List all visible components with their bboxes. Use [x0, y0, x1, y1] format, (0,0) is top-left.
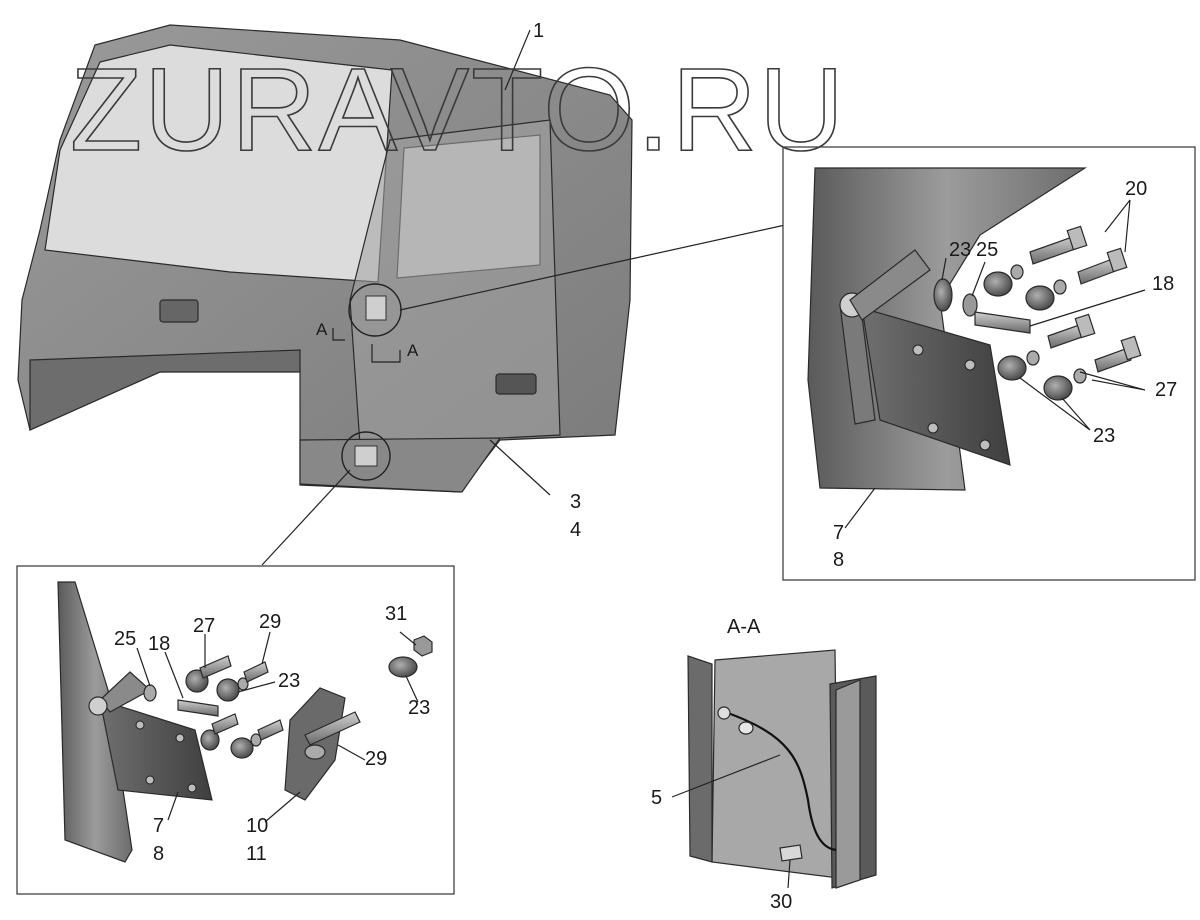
- section-marks: A A: [316, 320, 419, 363]
- callout-29-bottom: 29: [365, 748, 387, 770]
- callout-31: 31: [385, 603, 407, 625]
- leader-7: [844, 487, 876, 529]
- callout-18: 18: [1152, 273, 1174, 295]
- callout-18-lower: 18: [148, 633, 170, 655]
- lower-sill: [29, 349, 301, 431]
- leader-7-lower: [167, 791, 179, 821]
- hinge-plate: [861, 307, 1011, 466]
- hinge-arm: [849, 249, 931, 321]
- leader-upper-detail: [399, 224, 786, 311]
- callout-8-lower: 8: [153, 843, 164, 865]
- callout-11: 11: [246, 843, 267, 865]
- section-title: A-A: [727, 616, 761, 638]
- callout-25: 25: [976, 239, 998, 261]
- callout-7: 7: [833, 522, 844, 544]
- watermark-text: ZURAVTO.RU: [70, 44, 846, 176]
- callout-23-lower-b: 23: [408, 697, 430, 719]
- callout-8: 8: [833, 549, 844, 571]
- leader-3: [489, 439, 551, 496]
- section-right-face: [835, 679, 861, 889]
- plate-holes: [912, 344, 991, 451]
- leader-25-lower: [136, 647, 151, 687]
- leader-23-lower-b: [405, 675, 419, 703]
- leader-29-bottom: [337, 744, 366, 761]
- leader-23b: [1019, 377, 1091, 431]
- hinge-pin-head-lower: [88, 696, 108, 716]
- leader-20: [1104, 199, 1131, 253]
- step-panel: [299, 437, 502, 493]
- section-left-flange: [687, 655, 713, 863]
- callout-5: 5: [651, 787, 662, 809]
- leader-5: [671, 754, 781, 798]
- wire-clip: [738, 721, 754, 735]
- leader-29-top: [261, 631, 271, 665]
- ground-wire: [724, 710, 837, 852]
- leader-23-lower-a: [237, 681, 276, 693]
- callout-27-lower: 27: [193, 615, 215, 637]
- leader-23a: [941, 257, 947, 281]
- screw-30: [779, 844, 803, 862]
- windshield: [44, 44, 393, 283]
- leader-27: [1079, 371, 1146, 391]
- leader-18: [1029, 289, 1146, 327]
- leader-1: [504, 29, 531, 91]
- callout-10: 10: [246, 815, 268, 837]
- hinge-lower-marker: [354, 445, 378, 467]
- leader-18-lower: [164, 651, 184, 699]
- callout-3: 3: [570, 491, 581, 513]
- callout-23-bottom: 23: [1093, 425, 1115, 447]
- side-light: [159, 299, 199, 323]
- callout-25-lower: 25: [114, 628, 136, 650]
- section-mark-left: A: [316, 320, 328, 339]
- wire-terminal-top: [717, 706, 731, 720]
- lower-hinge-detail: 25 18 27 29 23 31 23 29 7 8 10 11: [16, 565, 455, 895]
- door-handle: [495, 373, 537, 395]
- bracket-washer: [304, 744, 326, 760]
- callout-23-lower-a: 23: [278, 670, 300, 692]
- hinge-plate-lower: [99, 699, 213, 801]
- hinge-upper-marker: [365, 295, 387, 321]
- leader-31: [399, 631, 417, 646]
- cab-assembly: A A: [17, 24, 633, 493]
- callout-20: 20: [1125, 178, 1147, 200]
- section-back-panel: [711, 649, 839, 879]
- callout-1: 1: [533, 20, 544, 42]
- callout-29-top: 29: [259, 611, 281, 633]
- callout-27: 27: [1155, 379, 1177, 401]
- leader-30: [787, 859, 791, 889]
- upper-washers: [933, 264, 1087, 401]
- callout-4: 4: [570, 519, 581, 541]
- upper-hinge-detail: 20 23 25 18 27 23 7 8: [782, 146, 1196, 581]
- leader-25: [971, 261, 986, 297]
- callout-23-top: 23: [949, 239, 971, 261]
- bracket-10: [284, 687, 346, 801]
- hinge-lower-callout-circle: [341, 431, 391, 481]
- upper-bolts: [974, 225, 1142, 373]
- leader-lower-detail: [261, 469, 351, 566]
- bolt-29-lower: [304, 711, 361, 746]
- nut-31: [413, 635, 433, 657]
- callout-7-lower: 7: [153, 815, 164, 837]
- leader-10: [264, 791, 301, 823]
- callout-30: 30: [770, 891, 792, 913]
- lower-bolts: [177, 655, 284, 741]
- plate-holes-lower: [135, 720, 197, 793]
- section-mark-right: A: [407, 341, 419, 360]
- section-a-a: A-A 5 30: [651, 616, 877, 913]
- pillar-panel-lower: [57, 581, 133, 863]
